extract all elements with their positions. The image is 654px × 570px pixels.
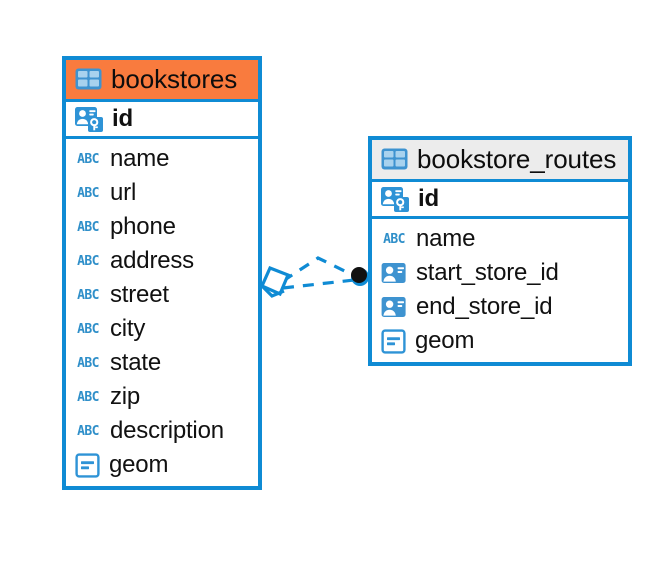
primary-key-section: id: [372, 179, 628, 219]
foreign-key-icon: [381, 296, 407, 318]
field-row-street[interactable]: ABC street: [66, 278, 258, 312]
text-abc-icon: ABC: [77, 389, 99, 405]
field-label: state: [110, 349, 162, 377]
entity-title: bookstore_routes: [417, 144, 617, 174]
field-label: phone: [110, 213, 176, 241]
geometry-icon: [381, 328, 406, 354]
text-abc-icon: ABC: [77, 185, 99, 201]
field-label: geom: [415, 327, 475, 355]
field-label: start_store_id: [416, 259, 559, 287]
field-label: geom: [109, 451, 169, 479]
field-label: city: [110, 315, 146, 343]
field-label: zip: [110, 383, 141, 411]
field-label: street: [110, 281, 169, 309]
field-row-url[interactable]: ABC url: [66, 176, 258, 210]
table-icon: [381, 148, 408, 170]
field-label: url: [110, 179, 137, 207]
entity-header[interactable]: bookstore_routes: [372, 140, 628, 179]
field-row-address[interactable]: ABC address: [66, 244, 258, 278]
field-row-city[interactable]: ABC city: [66, 312, 258, 346]
foreign-key-icon: [381, 262, 407, 284]
field-row-state[interactable]: ABC state: [66, 346, 258, 380]
text-abc-icon: ABC: [77, 219, 99, 235]
text-abc-icon: ABC: [77, 321, 99, 337]
field-label: description: [110, 417, 224, 445]
relationship-line-upper: [282, 256, 358, 283]
field-row-phone[interactable]: ABC phone: [66, 210, 258, 244]
field-row-name[interactable]: ABC name: [66, 142, 258, 176]
text-abc-icon: ABC: [77, 151, 99, 167]
entity-table-bookstore-routes[interactable]: bookstore_routes: [368, 136, 632, 366]
primary-key-section: id: [66, 99, 258, 139]
text-abc-icon: ABC: [77, 253, 99, 269]
field-label: end_store_id: [416, 293, 553, 321]
text-abc-icon: ABC: [77, 355, 99, 371]
geometry-icon: [75, 452, 100, 478]
field-row-geom[interactable]: geom: [66, 448, 258, 482]
text-abc-icon: ABC: [77, 287, 99, 303]
entity-header[interactable]: bookstores: [66, 60, 258, 99]
table-icon: [75, 68, 102, 90]
field-label: name: [416, 225, 476, 253]
field-label: id: [418, 185, 439, 213]
relationship-line-lower: [282, 278, 355, 290]
primary-key-icon: [75, 106, 103, 132]
text-abc-icon: ABC: [77, 423, 99, 439]
diamond-many-icon: [259, 265, 291, 298]
fields-section: ABC name start_store_id: [372, 219, 628, 362]
entity-title: bookstores: [111, 64, 238, 94]
entity-table-bookstores[interactable]: bookstores id: [62, 56, 262, 490]
text-abc-icon: ABC: [383, 231, 405, 247]
filled-circle-one-icon: [351, 267, 369, 286]
field-row-primary-key[interactable]: id: [372, 182, 628, 216]
fields-section: ABC name ABC url ABC phone ABC address A…: [66, 139, 258, 486]
field-row-geom[interactable]: geom: [372, 324, 628, 358]
field-row-end-store-id[interactable]: end_store_id: [372, 290, 628, 324]
field-row-name[interactable]: ABC name: [372, 222, 628, 256]
field-row-description[interactable]: ABC description: [66, 414, 258, 448]
primary-key-icon: [381, 186, 409, 212]
field-row-start-store-id[interactable]: start_store_id: [372, 256, 628, 290]
field-row-primary-key[interactable]: id: [66, 102, 258, 136]
field-label: address: [110, 247, 194, 275]
field-label: id: [112, 105, 133, 133]
field-label: name: [110, 145, 170, 173]
field-row-zip[interactable]: ABC zip: [66, 380, 258, 414]
